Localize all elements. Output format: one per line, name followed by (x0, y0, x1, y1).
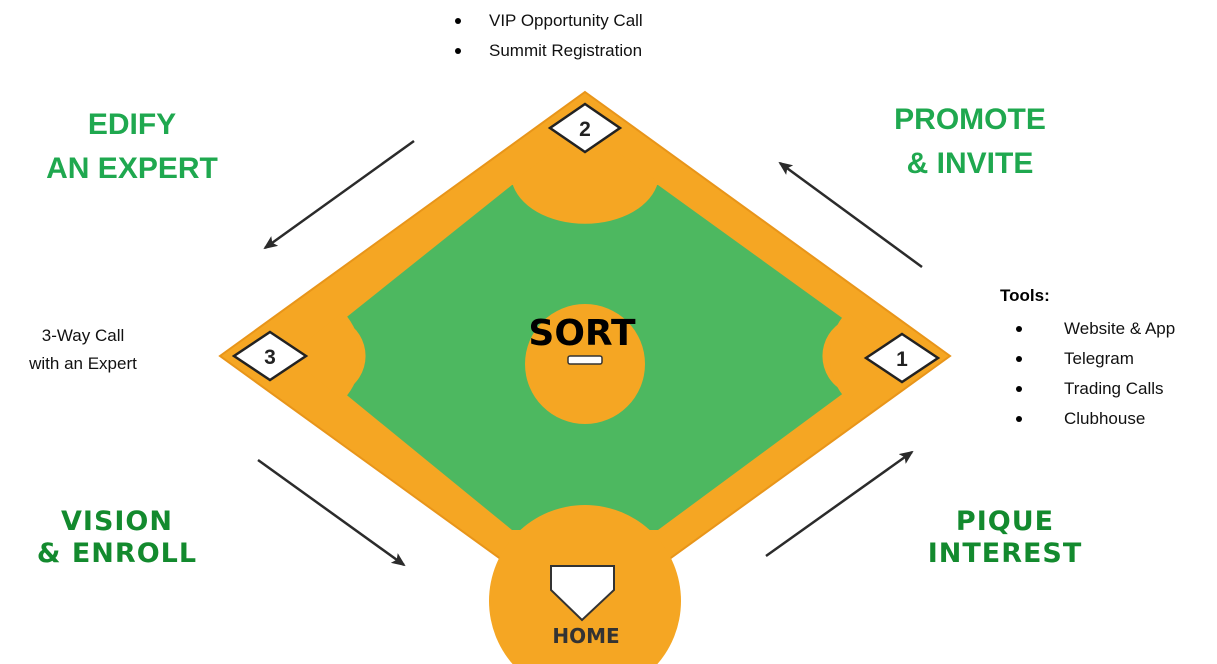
list-item: Website & App (1016, 314, 1175, 344)
third-base: 3 (231, 330, 309, 382)
second-base: 2 (547, 102, 623, 154)
third-base-note: 3-Way Call with an Expert (29, 326, 137, 373)
home-plate-icon (550, 565, 615, 622)
list-item: Summit Registration (455, 36, 643, 66)
bullet-icon (1016, 326, 1022, 332)
bullet-icon (1016, 356, 1022, 362)
list-item: Telegram (1016, 344, 1175, 374)
bullet-icon (455, 18, 461, 24)
list-item: Trading Calls (1016, 374, 1175, 404)
arrow-home-to-first (765, 450, 914, 558)
bullet-icon (455, 48, 461, 54)
second-base-dirt (512, 128, 658, 224)
base-number: 3 (264, 346, 276, 369)
arrow-second-to-third (263, 139, 415, 250)
base-number: 2 (579, 118, 591, 141)
first-base-dirt (829, 312, 902, 400)
arrow-first-to-second (778, 161, 923, 269)
center-label: SORT (528, 313, 636, 354)
bullet-icon (1016, 416, 1022, 422)
edify-label: EDIFY AN EXPERT (46, 108, 218, 185)
home-label: HOME (552, 624, 619, 648)
promote-label: PROMOTE & INVITE (894, 103, 1046, 180)
base-number: 1 (896, 348, 908, 371)
first-base: 1 (863, 332, 941, 384)
tools-title: Tools: (1000, 286, 1050, 305)
list-item: Clubhouse (1016, 404, 1175, 434)
list-item: VIP Opportunity Call (455, 6, 643, 36)
vision-label: VISION & ENROLL (36, 506, 198, 569)
bullet-icon (1016, 386, 1022, 392)
pitcher-rubber (567, 355, 603, 365)
pique-label: PIQUE INTEREST (927, 506, 1083, 569)
tools-list: Website & App Telegram Trading Calls Clu… (1016, 314, 1175, 434)
third-base-dirt (288, 312, 361, 400)
arrow-third-to-home (257, 458, 406, 567)
top-list: VIP Opportunity Call Summit Registration (455, 6, 643, 66)
